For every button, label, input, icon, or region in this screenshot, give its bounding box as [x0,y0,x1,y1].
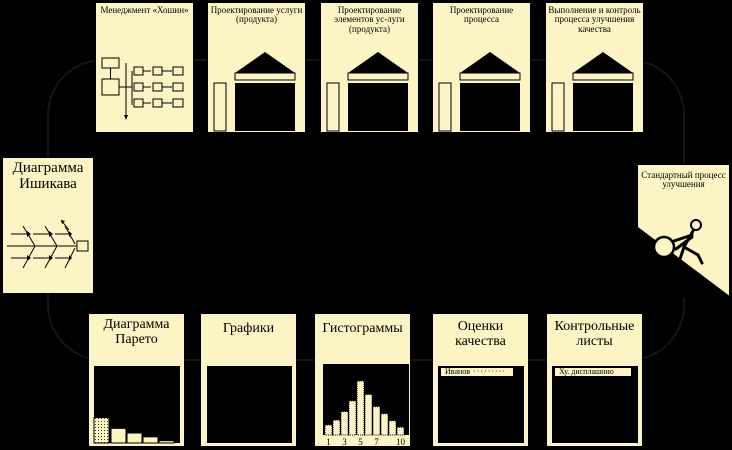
house-of-quality-icon [551,52,634,132]
histogram-tick-label: 5 [358,437,363,447]
sisyphus-icon [638,219,731,297]
histogram-tick-label: 10 [396,437,406,447]
card-service-design: Проектирование услуги (продукта) [207,2,306,133]
pareto-bar [93,417,110,444]
histogram-bar [380,413,389,436]
pareto-chart-area [93,366,180,444]
fishbone-icon [7,219,89,269]
checksheet-note: Ху. дисплашнио [559,368,614,376]
card-pareto-diagram: Диаграмма Парето [88,313,185,447]
card-hoshin-management: Менеджмент «Хошин» [95,2,194,133]
card-service-label: Проектирование услуги (продукта) [210,5,303,25]
histogram-bar [332,419,341,436]
pareto-bar [158,440,175,444]
card-histogram-label: Гистограммы [322,321,403,336]
histogram-bar [356,380,365,436]
histogram-bar [340,411,349,436]
house-of-quality-icon [326,52,409,132]
card-control-label: Выполнение и контроль процесса улучшения… [548,5,641,34]
quality-sheet-area: Иванов ········· [438,366,524,443]
house-of-quality-icon [213,52,296,132]
histogram-bar [396,426,405,436]
histogram-bar [348,400,357,436]
house-of-quality-icon [438,52,521,132]
pareto-chart [93,417,175,444]
card-process-design: Проектирование процесса [432,2,531,133]
histogram-tick-label: 1 [326,437,331,447]
card-elements-label: Проектирование элементов ус-луги (продук… [334,5,405,34]
histogram-tick-label: 3 [342,437,347,447]
pareto-bar [110,427,127,444]
card-quality-assessment: Оценки качества Иванов ········· [432,313,529,447]
histogram-bar [388,420,397,436]
histogram-chart: 1 3 5 7 10 [323,364,409,447]
card-pareto-label: Диаграмма Парето [103,317,170,347]
card-graphs: Графики [200,313,297,447]
card-process-label: Проектирование процесса [449,5,514,25]
hoshin-flowchart-icon [101,57,184,120]
card-quality-label: Оценки качества [455,319,506,349]
card-ishikawa-diagram: Диаграмма Ишикава [2,157,94,294]
card-histograms: Гистограммы 1 3 5 7 10 [314,313,411,447]
card-elements-design: Проектирование элементов ус-луги (продук… [320,2,419,133]
histogram-tick-label: 7 [374,437,379,447]
quality-sheet-note: Иванов [445,368,471,376]
checksheet-area: Ху. дисплашнио [552,366,638,443]
card-graphs-label: Графики [222,321,275,336]
card-checksheet-label: Контрольные листы [554,319,635,349]
card-hoshin-label: Менеджмент «Хошин» [100,5,189,15]
histogram-bar [372,406,381,436]
quality-sheet-header: Иванов ········· [441,368,513,376]
card-ishikawa-label: Диаграмма Ишикава [12,160,84,192]
histogram-bar [324,424,333,436]
card-standard-label: Стандартный процесс улучшения [641,170,726,190]
graphs-chart-area [207,366,292,443]
pareto-bar [142,436,159,444]
pareto-bar [126,432,143,444]
card-check-sheets: Контрольные листы Ху. дисплашнио [546,313,643,447]
checksheet-header: Ху. дисплашнио [555,368,631,376]
card-process-control: Выполнение и контроль процесса улучшения… [545,2,644,133]
card-standard-improvement: Стандартный процесс улучшения [637,164,731,298]
histogram-bar [364,394,373,436]
